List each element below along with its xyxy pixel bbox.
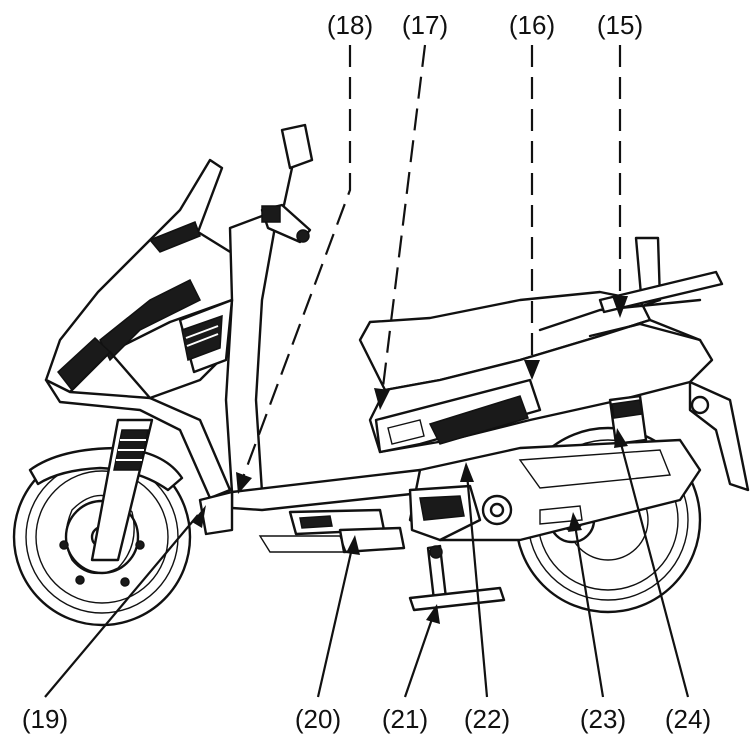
leader-21 <box>403 615 435 698</box>
grab-rail <box>598 236 724 314</box>
callout-19: (19) <box>22 704 68 734</box>
leader-19 <box>44 514 199 698</box>
arrowhead-22 <box>460 462 474 482</box>
callout-labels: (15) (16) (17) (18) (19) (20) (21) (22) … <box>22 10 711 734</box>
callout-21: (21) <box>382 704 428 734</box>
arrowhead-23 <box>568 512 582 532</box>
callout-18: (18) <box>327 10 373 40</box>
arrowhead-19 <box>192 505 206 528</box>
callout-23: (23) <box>580 704 626 734</box>
arrowhead-18 <box>236 472 252 494</box>
center-stand <box>408 544 506 612</box>
leader-22 <box>465 473 489 698</box>
arrowhead-20 <box>346 535 360 555</box>
arrowhead-16 <box>524 360 540 380</box>
underbody-parts <box>258 508 406 554</box>
callout-24: (24) <box>665 704 711 734</box>
callout-20: (20) <box>295 704 341 734</box>
leader-23 <box>573 524 605 698</box>
callout-17: (17) <box>402 10 448 40</box>
arrowhead-24 <box>614 428 628 448</box>
leader-18 <box>240 45 352 481</box>
leader-lines <box>44 44 690 698</box>
leg-shield <box>178 208 280 494</box>
arrowhead-21 <box>426 604 440 624</box>
front-fork <box>90 418 154 562</box>
arrowhead-15 <box>612 296 628 318</box>
callout-22: (22) <box>464 704 510 734</box>
seat-body <box>358 290 714 454</box>
arrowhead-17 <box>374 388 390 410</box>
front-fairing <box>44 158 252 500</box>
front-fender <box>28 446 184 492</box>
callout-16: (16) <box>509 10 555 40</box>
leader-24 <box>618 439 690 698</box>
leader-20 <box>316 547 354 698</box>
handlebar-mirror <box>260 123 314 244</box>
callout-15: (15) <box>597 10 643 40</box>
leader-17 <box>380 44 427 396</box>
rear-shock <box>608 394 648 446</box>
